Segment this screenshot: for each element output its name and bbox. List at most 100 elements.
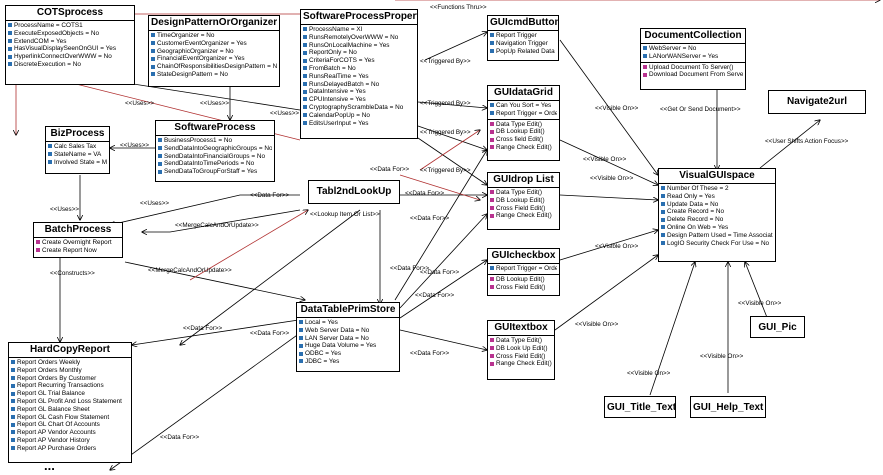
operation: Cross Field Edit() <box>490 205 557 213</box>
operation: Range Check Edit() <box>490 360 552 368</box>
class-tabl2ndlookup[interactable]: Tabl2ndLookUp <box>308 180 400 204</box>
class-cotsprocess[interactable]: COTSprocess ProcessName = COTS1 ExecuteE… <box>5 5 135 85</box>
class-title: GUIcmdButton <box>488 16 558 31</box>
label-visible-on: <<Visible On>> <box>700 353 744 360</box>
attribute: Report Orders Monthly <box>11 367 129 375</box>
attribute: Web Server Data = No <box>299 327 397 335</box>
class-documentcollection[interactable]: DocumentCollection WebServer = No LANorW… <box>640 28 746 90</box>
class-title: GUIdataGrid <box>488 86 559 101</box>
class-title: GUI_Pic <box>758 322 797 333</box>
label-triggered-by: <<Triggered By>> <box>420 167 471 174</box>
attribute: RunsDelayedBatch = No <box>303 81 415 89</box>
connector-lines <box>16 0 880 470</box>
label-merge-calc: <<MergeCalcAndOrUpdate>> <box>175 222 259 229</box>
attribute: RunsOnLocalMachine = Yes <box>303 42 415 50</box>
class-gui-title-text[interactable]: GUI_Title_Text <box>604 396 676 418</box>
class-attributes: Number Of These = 2 Read Only = Yes Upda… <box>659 184 775 248</box>
class-bizprocess[interactable]: BizProcess Calc Sales Tax StateName = VA… <box>45 126 110 174</box>
attribute: LAN Server Data = No <box>299 335 397 343</box>
class-operations: Data Type Edit() DB Lookup Edit() Cross … <box>488 188 559 221</box>
label-data-for: <<Data For>> <box>183 325 223 332</box>
attribute: Report GL Chart Of Accounts <box>11 421 129 429</box>
attribute: PopUp Related Data <box>490 48 556 56</box>
attribute: Report AP Vendor History <box>11 437 129 445</box>
class-guidatagrid[interactable]: GUIdataGrid Can You Sort = Yes Report Tr… <box>487 85 560 161</box>
class-gui-help-text[interactable]: GUI_Help_Text <box>690 396 766 418</box>
class-datatableprimstore[interactable]: DataTablePrimStore Local = Yes Web Serve… <box>296 302 400 372</box>
class-guicmdbutton[interactable]: GUIcmdButton Report Trigger Navigation T… <box>487 15 559 61</box>
label-get-or-send-document: <<Get Or Send Document>> <box>660 106 741 113</box>
class-softwareprocess[interactable]: SoftwareProcess BusinessProcess1 = No Se… <box>155 120 275 182</box>
class-operations: Data Type Edit() DB Look Up Edit() Cross… <box>488 336 554 369</box>
label-triggered-by: <<Triggered By>> <box>420 58 471 65</box>
label-data-for: <<Data For>> <box>250 192 290 199</box>
compartment-divider <box>488 118 559 120</box>
attribute: StateName = VA <box>48 151 107 159</box>
attribute: CryptographyScrambleData = No <box>303 104 415 112</box>
operation: DB Lookup Edit() <box>490 276 557 284</box>
operation: Create Overnight Report <box>36 239 120 247</box>
label-data-for: <<Data For>> <box>250 330 290 337</box>
attribute: Local = Yes <box>299 319 397 327</box>
class-attributes: TimeOrganizer = No CustomerEventOrganize… <box>149 31 279 80</box>
label-visible-on: <<Visible On>> <box>738 300 782 307</box>
label-uses: <<Uses>> <box>50 206 80 213</box>
operation: Data Type Edit() <box>490 121 557 129</box>
attribute: Report GL Trial Balance <box>11 390 129 398</box>
class-title: BatchProcess <box>34 223 122 238</box>
attribute: CPUIntensive = Yes <box>303 96 415 104</box>
attribute: SendDataToGroupForStaff = Yes <box>158 168 272 176</box>
class-hardcopyreport[interactable]: HardCopyReport Report Orders Weekly Repo… <box>8 342 132 463</box>
class-softwareprocessproperty[interactable]: SoftwareProcessProperty ProcessName = XI… <box>300 9 418 139</box>
class-title: GUIcheckbox <box>488 249 559 264</box>
operation: Data Type Edit() <box>490 189 557 197</box>
label-lookup-item-or-list: <<Lookup Item Or List>> <box>310 211 380 218</box>
class-attributes: WebServer = No LANorWANServer = Yes Uplo… <box>641 44 745 80</box>
attribute: Report AP Purchase Orders <box>11 445 129 453</box>
label-functions-thru: <<Functions Thru>> <box>430 4 487 11</box>
class-navigate2url[interactable]: Navigate2url <box>768 90 866 114</box>
class-guicheckbox[interactable]: GUIcheckbox Report Trigger = Order DB Lo… <box>487 248 560 296</box>
attribute: FinancialEventOrganizer = Yes <box>151 55 277 63</box>
attribute: Update Data = No <box>661 201 773 209</box>
class-title: GUI_Title_Text <box>607 402 675 413</box>
attribute: Report Trigger = Order <box>490 110 557 118</box>
attribute: HyperlinkConnectOverWWW = No <box>8 53 132 61</box>
label-constructs: <<Constructs>> <box>50 270 95 277</box>
attribute: JDBC = Yes <box>299 358 397 366</box>
attribute: GeographicOrganizer = No <box>151 48 277 56</box>
label-visible-on: <<Visible On>> <box>575 321 619 328</box>
class-title: GUItextbox <box>488 321 554 336</box>
operation: DB Lookup Edit() <box>490 197 557 205</box>
operation: Range Check Edit() <box>490 144 557 152</box>
class-attributes: Report Trigger = Order DB Lookup Edit() … <box>488 264 559 292</box>
class-batchprocess[interactable]: BatchProcess Create Overnight Report Cre… <box>33 222 123 258</box>
class-title: DataTablePrimStore <box>297 303 399 318</box>
class-title: Navigate2url <box>786 96 848 107</box>
attribute: Report GL Balance Sheet <box>11 406 129 414</box>
attribute: ProcessName = COTS1 <box>8 22 132 30</box>
label-data-for: <<Data For>> <box>410 350 450 357</box>
attribute: FromBatch = No <box>303 65 415 73</box>
compartment-divider <box>641 61 745 63</box>
attribute: StateDesignPattern = No <box>151 71 277 79</box>
class-attributes: ProcessName = COTS1 ExecuteExposedObject… <box>6 21 134 70</box>
class-title: VisualGUIspace <box>659 169 775 184</box>
attribute: Involved State = MD <box>48 159 107 167</box>
class-guitextbox[interactable]: GUItextbox Data Type Edit() DB Look Up E… <box>487 320 555 380</box>
class-visualguispace[interactable]: VisualGUIspace Number Of These = 2 Read … <box>658 168 776 262</box>
attribute: ExecuteExposedObjects = No <box>8 30 132 38</box>
attribute: DataIntensive = Yes <box>303 88 415 96</box>
label-data-for: <<Data For>> <box>370 166 410 173</box>
class-attributes: Local = Yes Web Server Data = No LAN Ser… <box>297 318 399 367</box>
class-gui-pic[interactable]: GUI_Pic <box>750 316 805 338</box>
attribute: WebServer = No <box>643 45 743 53</box>
attribute: Report Orders Weekly <box>11 359 129 367</box>
class-guidroplist[interactable]: GUIdrop List Data Type Edit() DB Lookup … <box>487 172 560 230</box>
attribute: Delete Record = No <box>661 216 773 224</box>
attribute: Report GL Profit And Loss Statement <box>11 398 129 406</box>
label-uses: <<Uses>> <box>140 200 170 207</box>
class-designpatternororganizer[interactable]: DesignPatternOrOrganizer TimeOrganizer =… <box>148 15 280 87</box>
attribute: CustomerEventOrganizer = Yes <box>151 40 277 48</box>
attribute: Navigation Trigger <box>490 40 556 48</box>
